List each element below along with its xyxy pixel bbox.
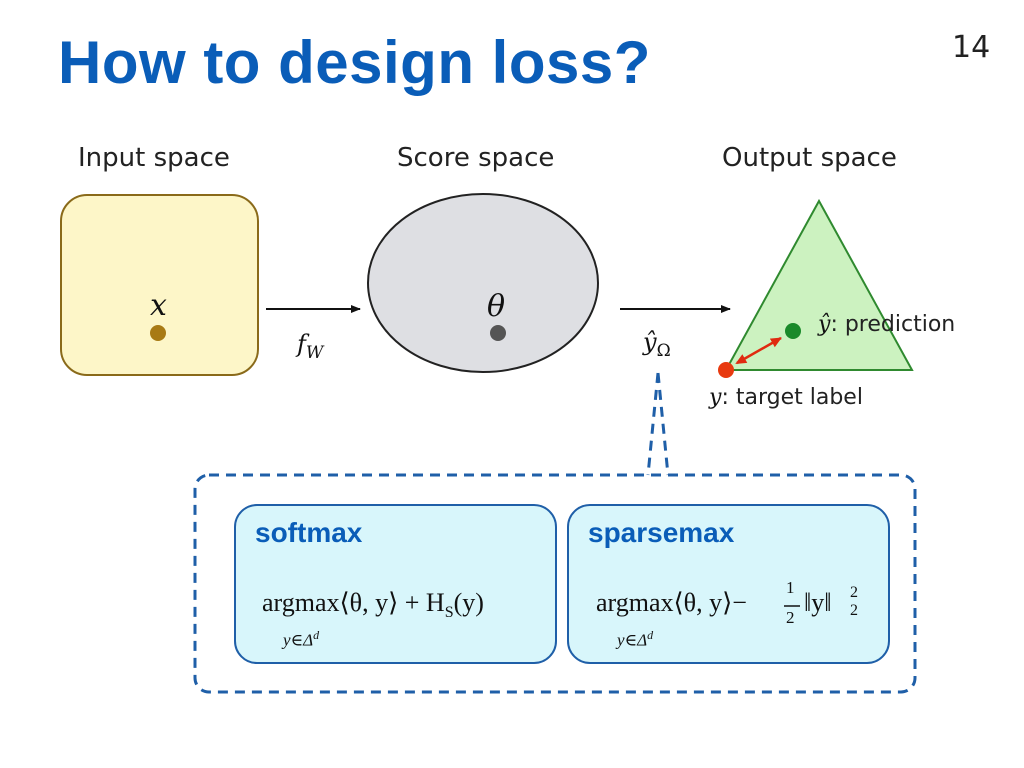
softmax-formula-main: argmax⟨θ, y⟩ + H — [262, 588, 445, 617]
softmax-constraint-text: y∈Δ — [283, 630, 314, 650]
sparsemax-constraint: y∈Δd — [617, 628, 653, 651]
softmax-formula-sub: S — [444, 604, 454, 622]
softmax-constraint: y∈Δd — [283, 628, 319, 651]
sparsemax-frac-num: 1 — [786, 578, 795, 597]
arrow-fw-symbol: f — [297, 330, 306, 358]
target-label: y: target label — [709, 385, 863, 410]
distance-arrow — [735, 336, 782, 365]
input-point-symbol: x — [150, 288, 167, 323]
connector-dash-left — [646, 372, 660, 476]
sparsemax-constraint-text: y∈Δ — [617, 630, 648, 650]
page-number: 14 — [952, 30, 991, 65]
target-text: : target label — [721, 385, 863, 410]
softmax-constraint-sup: d — [313, 628, 320, 642]
softmax-title: softmax — [255, 517, 363, 548]
sparsemax-box — [567, 504, 890, 664]
arrow-yomega-symbol: ŷ — [643, 328, 657, 356]
arrow-fw-subscript: W — [305, 342, 324, 363]
sparsemax-norm-sub: 2 — [850, 602, 858, 619]
sparsemax-norm-sup: 2 — [850, 584, 858, 601]
arrow-yomega-label: ŷΩ — [643, 328, 671, 361]
output-space-triangle — [724, 198, 914, 371]
sparsemax-norm-text: ‖y‖ — [804, 588, 832, 617]
page-title: How to design loss? — [58, 29, 651, 96]
prediction-label: ŷ: prediction — [818, 312, 955, 337]
softmax-formula-tail: (y) — [453, 588, 484, 617]
prediction-text: : prediction — [830, 312, 956, 337]
loss-options-dashed-box — [193, 473, 917, 694]
arrow-fw-label: fW — [297, 330, 323, 363]
sparsemax-norm: ‖y‖ — [804, 588, 832, 618]
score-point-symbol: θ — [487, 289, 506, 324]
prediction-point — [785, 323, 801, 339]
target-symbol: y — [709, 385, 722, 410]
arrow-yomega-subscript: Ω — [656, 340, 671, 361]
sparsemax-formula-main: argmax⟨θ, y⟩− — [596, 588, 747, 617]
sparsemax-constraint-sup: d — [647, 628, 654, 642]
score-space-ellipse — [367, 193, 599, 373]
softmax-box — [234, 504, 557, 664]
input-space-box — [60, 194, 259, 376]
sparsemax-frac-den: 2 — [786, 608, 795, 627]
input-space-label: Input space — [78, 143, 230, 173]
target-point — [718, 362, 734, 378]
input-point — [150, 325, 166, 341]
output-space-label: Output space — [722, 143, 897, 173]
score-point — [490, 325, 506, 341]
prediction-symbol: ŷ — [818, 312, 831, 337]
score-space-label: Score space — [397, 143, 555, 173]
connector-dash-right — [656, 372, 670, 476]
sparsemax-title: sparsemax — [588, 517, 735, 548]
softmax-formula: argmax⟨θ, y⟩ + HS(y) — [262, 588, 484, 622]
